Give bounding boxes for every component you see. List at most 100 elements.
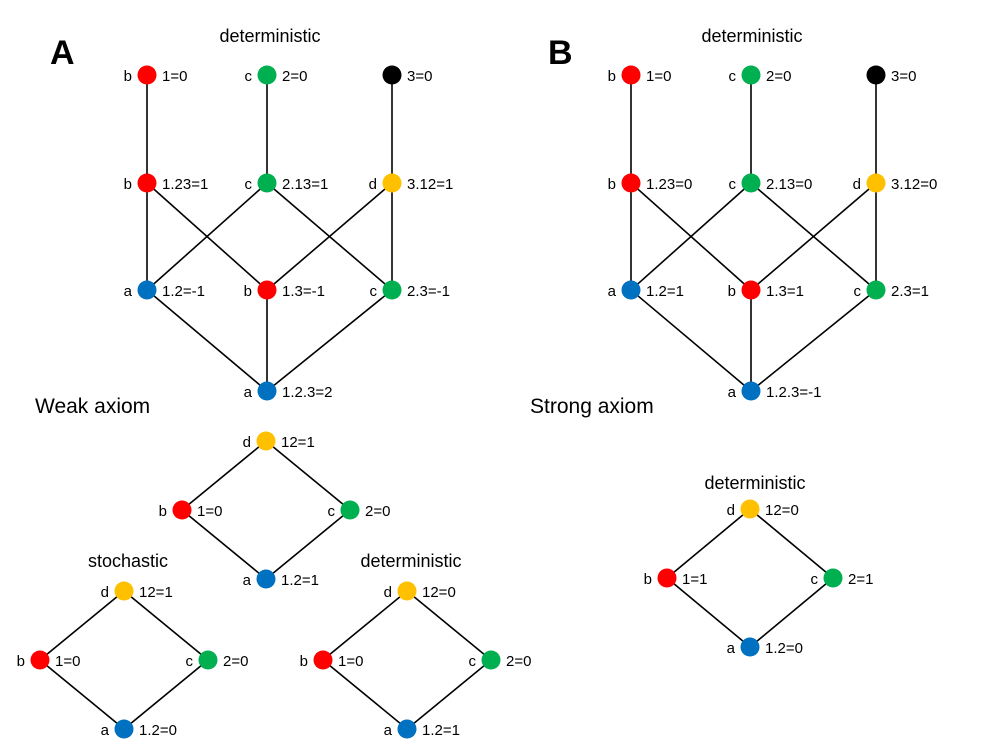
panel-a-diamond-stochastic-node-3-value: 1.2=0 [139, 722, 177, 739]
panel-b-letter: B [548, 34, 573, 72]
panel-b-lattice-node-8-letter: c [854, 283, 862, 300]
panel-b-lattice-node-4-dot [741, 173, 761, 193]
panel-a-lattice-edge [266, 182, 393, 291]
panel-b-lattice-node-0-value: 1=0 [646, 68, 671, 85]
panel-a-diamond-top-node-0-letter: d [243, 434, 251, 451]
panel-a-diamond-deterministic-node-0-dot [397, 581, 417, 601]
panel-b-lattice-node-9-dot [741, 381, 761, 401]
edges [39, 75, 877, 730]
panel-a-lattice-node-9-value: 1.2.3=2 [282, 384, 332, 401]
panel-a-diamond-top-node-1-dot [172, 500, 192, 520]
panel-a-diamond-top-edge [181, 440, 267, 511]
panel-a-diamond-deterministic-node-2-dot [481, 650, 501, 670]
panel-a-lattice-node-4-value: 2.13=1 [282, 176, 328, 193]
panel-b-diamond-node-2-dot [823, 568, 843, 588]
panel-a-diamond-stochastic-edge [123, 659, 209, 730]
panel-a-diamond-stochastic-node-3-dot [114, 719, 134, 739]
panel-a-title: deterministic [219, 26, 320, 46]
panel-b-title: deterministic [701, 26, 802, 46]
panel-b-diamond-node-3-value: 1.2=0 [765, 640, 803, 657]
panel-a-lattice-node-7-letter: b [244, 283, 252, 300]
panel-b-lattice-node-5-value: 3.12=0 [891, 176, 937, 193]
panel-a-lattice-node-6-dot [137, 280, 157, 300]
panel-b-lattice-node-7-dot [741, 280, 761, 300]
panel-a-diamond-stochastic-node-2-dot [198, 650, 218, 670]
panel-a-lattice-edge [146, 182, 268, 291]
panel-a-lattice-node-7-dot [257, 280, 277, 300]
panel-a-diamond-stochastic-node-2-value: 2=0 [223, 653, 248, 670]
panel-b-diamond-node-0-letter: d [727, 502, 735, 519]
panel-b-diamond-node-3-letter: a [727, 640, 736, 657]
panel-a-diamond-stochastic-node-1-dot [30, 650, 50, 670]
panel-b-lattice-node-5-letter: d [853, 176, 861, 193]
panel-a-lattice-node-4-dot [257, 173, 277, 193]
panel-b-lattice-edge [630, 289, 752, 392]
panel-b-diamond-edge [666, 508, 751, 579]
panel-a-lattice-node-9-dot [257, 381, 277, 401]
panel-a-diamond-deterministic-node-1-letter: b [300, 653, 308, 670]
panel-a-lattice-node-3-dot [137, 173, 157, 193]
panel-a-axiom: Weak axiom [35, 395, 150, 418]
panel-a-lattice-node-5-dot [382, 173, 402, 193]
panel-b-lattice-node-1-dot [741, 65, 761, 85]
panel-a-diamond-deterministic-node-3-letter: a [384, 722, 393, 739]
panel-b-lattice-node-2-value: 3=0 [891, 68, 916, 85]
panel-a-diamond-deterministic-node-1-dot [313, 650, 333, 670]
panel-a-diamond-deterministic-edge [322, 659, 408, 730]
panel-a-diamond-stochastic-node-0-letter: d [101, 584, 109, 601]
panel-a-diamond-top-node-0-value: 12=1 [281, 434, 315, 451]
panel-a-diamond-top-edge [265, 509, 351, 580]
panel-a-lattice-node-6-letter: a [124, 283, 133, 300]
panel-a-lattice-node-8-dot [382, 280, 402, 300]
panel-b-lattice-node-5-dot [866, 173, 886, 193]
panel-a-diamond-top-node-3-value: 1.2=1 [281, 572, 319, 589]
panel-a-diamond-stochastic-edge [39, 659, 125, 730]
panel-a-diamond-stochastic-node-0-dot [114, 581, 134, 601]
panel-a-lattice-node-6-value: 1.2=-1 [162, 283, 205, 300]
panel-a-lattice-node-5-value: 3.12=1 [407, 176, 453, 193]
panel-b-lattice-node-3-value: 1.23=0 [646, 176, 692, 193]
panel-a-diamond-deterministic-edge [406, 659, 492, 730]
panel-a-deterministic-title: deterministic [360, 551, 461, 571]
panel-b-lattice-edge [630, 182, 752, 291]
panel-a-lattice-node-7-value: 1.3=-1 [282, 283, 325, 300]
panel-b-diamond-edge [666, 577, 751, 648]
panel-a-diamond-top-node-2-letter: c [328, 503, 336, 520]
panel-a-diamond-top-node-2-value: 2=0 [365, 503, 390, 520]
panel-b-lattice-node-2-dot [866, 65, 886, 85]
panel-a-lattice-node-1-value: 2=0 [282, 68, 307, 85]
panel-a-stochastic-title: stochastic [88, 551, 168, 571]
panel-b-diamond-node-1-letter: b [644, 571, 652, 588]
panel-b-lattice-node-8-value: 2.3=1 [891, 283, 929, 300]
panel-b-lattice-node-4-value: 2.13=0 [766, 176, 812, 193]
panel-b-lattice-node-9-value: 1.2.3=-1 [766, 384, 821, 401]
panel-b-diamond-node-1-dot [657, 568, 677, 588]
panel-b-lattice-node-3-letter: b [608, 176, 616, 193]
panel-b-lattice-node-0-letter: b [608, 68, 616, 85]
panel-b-lattice-node-6-value: 1.2=1 [646, 283, 684, 300]
panel-a-diamond-deterministic-node-0-value: 12=0 [422, 584, 456, 601]
panel-b-diamond-node-3-dot [740, 637, 760, 657]
panel-a-diamond-stochastic-node-0-value: 12=1 [139, 584, 173, 601]
panel-a-diamond-top-edge [265, 440, 351, 511]
panel-a-lattice-node-1-letter: c [245, 68, 253, 85]
panel-a-diamond-stochastic-edge [123, 590, 209, 661]
panel-a-diamond-deterministic-node-2-value: 2=0 [506, 653, 531, 670]
panel-a-lattice-node-8-letter: c [370, 283, 378, 300]
panel-a-diamond-top-node-3-dot [256, 569, 276, 589]
panel-b-lattice-node-7-letter: b [728, 283, 736, 300]
panel-a-lattice-edge [146, 289, 268, 392]
panel-a-diamond-top-edge [181, 509, 267, 580]
panel-b-lattice-node-6-dot [621, 280, 641, 300]
panel-a-lattice-node-2-value: 3=0 [407, 68, 432, 85]
panel-a-diamond-top-node-3-letter: a [243, 572, 252, 589]
panel-a-diamond-stochastic-node-3-letter: a [101, 722, 110, 739]
panel-a-lattice-edge [266, 289, 393, 392]
panel-b-lattice-node-6-letter: a [608, 283, 617, 300]
panel-a-lattice-node-9-letter: a [244, 384, 253, 401]
panel-b-diamond-title: deterministic [704, 473, 805, 493]
panel-b-axiom: Strong axiom [530, 395, 654, 418]
